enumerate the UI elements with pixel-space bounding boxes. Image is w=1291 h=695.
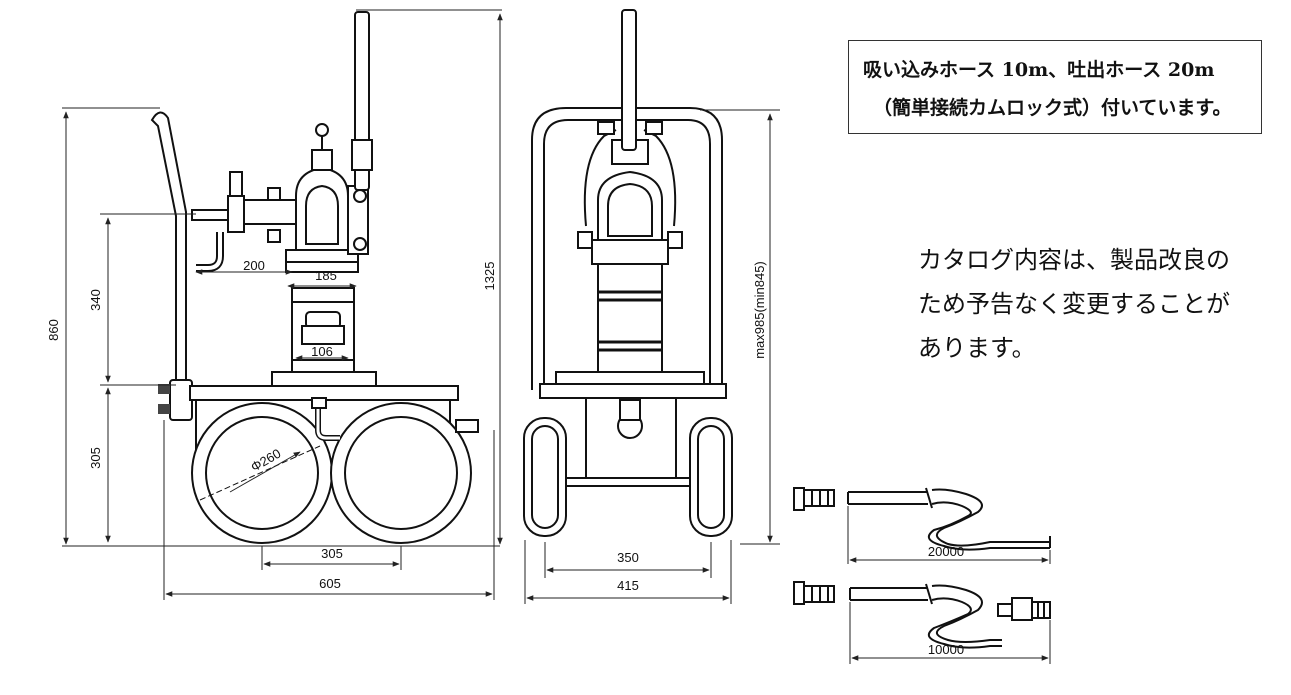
side-wheel-right (330, 402, 472, 544)
dim-200-label: 200 (243, 258, 265, 273)
side-view-dimensions (62, 9, 503, 600)
dim-185-label: 185 (315, 268, 337, 283)
hose-notice-line1: 吸い込みホース 10m、吐出ホース 20m (863, 59, 1215, 81)
catalog-notice-line1: カタログ内容は、製品改良の (918, 246, 1230, 274)
front-view-dimensions (524, 109, 780, 604)
dim-1325-label: 1325 (482, 262, 497, 291)
dim-350-label: 350 (617, 550, 639, 565)
front-pump-lever (621, 9, 637, 151)
front-wheel-left (523, 417, 567, 537)
dim-860-label: 860 (46, 319, 61, 341)
dim-415-label: 415 (617, 578, 639, 593)
dim-305-vertical-label: 305 (88, 447, 103, 469)
catalog-notice-line2: ため予告なく変更することが (918, 290, 1230, 318)
suction-hose-dimension (849, 602, 1051, 664)
side-wheel-left (191, 402, 333, 544)
hose-notice-box: 吸い込みホース 10m、吐出ホース 20m （簡単接続カムロック式）付いています… (848, 40, 1262, 134)
front-view-labels: max985(min845) 350 415 (617, 261, 767, 593)
cart-handle (150, 111, 187, 383)
discharge-hose-dimension (847, 506, 1051, 564)
catalog-notice: カタログ内容は、製品改良の ため予告なく変更することが あります。 (918, 238, 1230, 370)
suction-hose-length-label: 10000 (928, 642, 964, 657)
hose-notice-line2: （簡単接続カムロック式）付いています。 (873, 97, 1232, 119)
dim-106-label: 106 (311, 344, 333, 359)
dim-max-min-label: max985(min845) (752, 261, 767, 359)
dim-605-label: 605 (319, 576, 341, 591)
pump-head (295, 166, 349, 251)
discharge-hose (793, 487, 1051, 551)
suction-hose (793, 581, 1051, 649)
dim-340-label: 340 (88, 289, 103, 311)
catalog-notice-line3: あります。 (918, 334, 1036, 362)
front-wheel-right (689, 417, 733, 537)
front-pump-cylinder (597, 263, 663, 373)
dim-305-horizontal-label: 305 (321, 546, 343, 561)
front-view (523, 9, 733, 537)
handle-grip (169, 379, 193, 421)
discharge-hose-length-label: 20000 (928, 544, 964, 559)
